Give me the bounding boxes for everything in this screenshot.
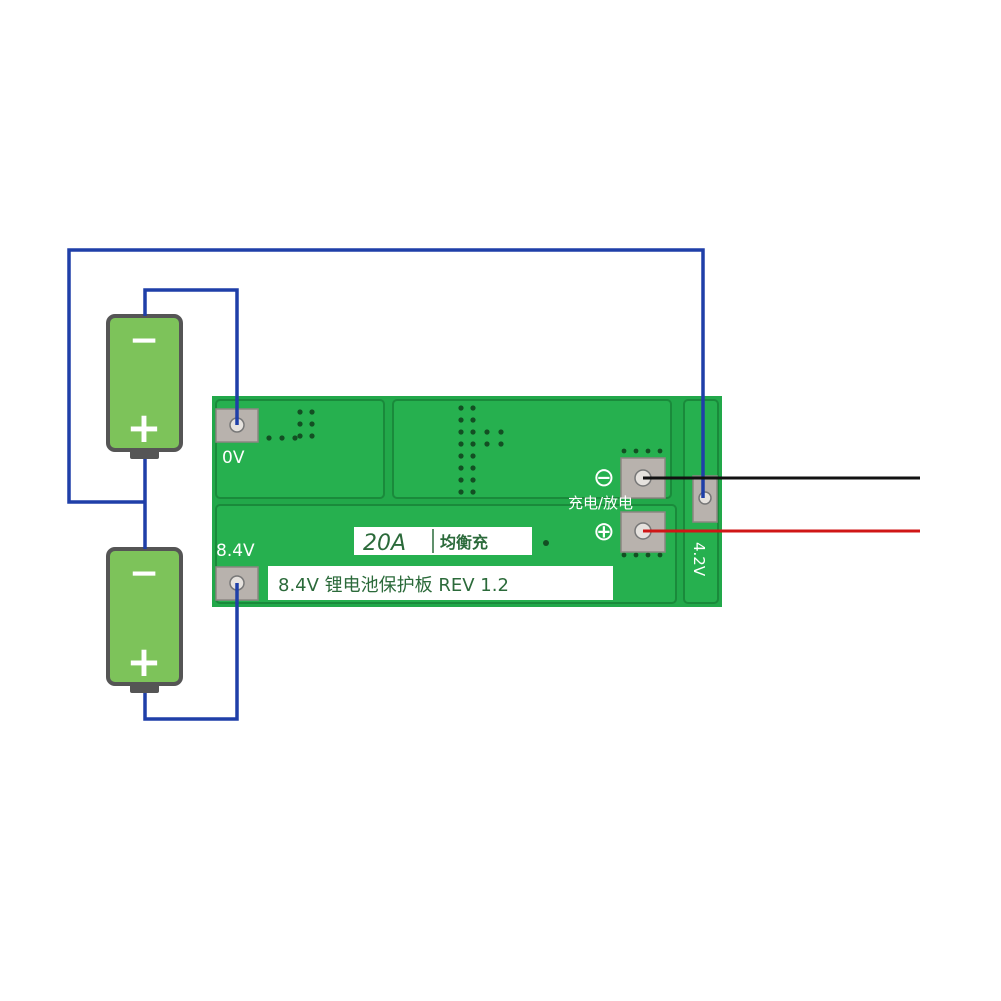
symbol-positive: ⊕ (593, 517, 615, 547)
battery-top-negative-sign: − (129, 320, 159, 361)
product-label-box (268, 566, 613, 600)
label-8-4v: 8.4V (216, 541, 255, 561)
label-4-2v: 4.2V (690, 542, 708, 577)
pad-4-2v (692, 475, 718, 523)
wire-0v (143, 288, 239, 425)
label-charge-discharge: 充电/放电 (568, 494, 633, 512)
wire-4-2v (67, 248, 705, 504)
wire-8-4v (143, 583, 239, 721)
battery-top-positive-sign: + (126, 403, 161, 452)
battery-top: − + (106, 314, 183, 459)
current-rating: 20A (363, 531, 406, 556)
battery-top-terminal (130, 449, 159, 459)
battery-bottom-negative-sign: − (129, 553, 159, 594)
pcb-section-top-middle (392, 399, 672, 499)
rating-box (354, 527, 532, 555)
battery-bottom: − + (106, 547, 183, 693)
wires (67, 248, 920, 721)
protection-board: 0V 8.4V 4.2V ⊖ 充电/放电 ⊕ 20A 均衡充 8.4V 锂电池保… (212, 396, 722, 607)
battery-bottom-terminal (130, 683, 159, 693)
product-label: 8.4V 锂电池保护板 REV 1.2 (278, 575, 509, 596)
balance-label: 均衡充 (440, 533, 488, 552)
battery-bottom-positive-sign: + (126, 637, 161, 686)
symbol-negative: ⊖ (593, 463, 615, 493)
label-0v: 0V (222, 448, 245, 468)
